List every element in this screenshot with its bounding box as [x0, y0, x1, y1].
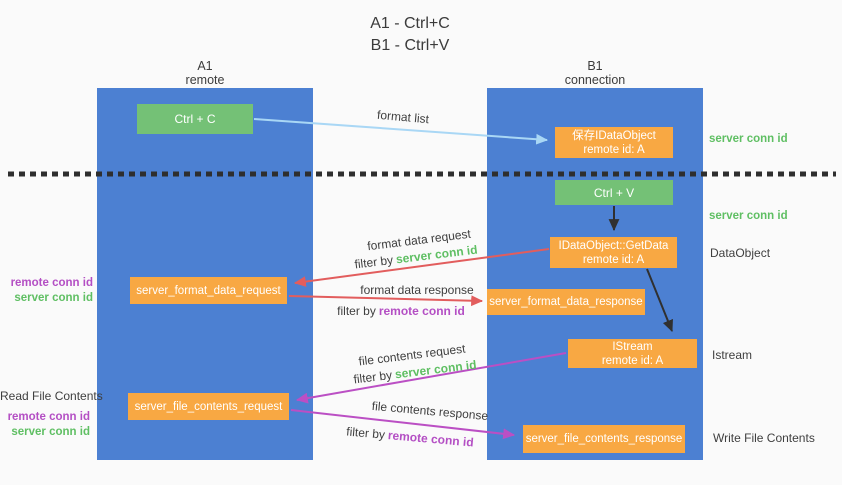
node-istream-line2: remote id: A	[601, 354, 664, 367]
node-istream: IStream remote id: A	[568, 339, 697, 368]
node-format-request-label: server_format_data_request	[136, 284, 281, 297]
lane-b1-subtitle: connection	[564, 73, 626, 87]
node-server-format-data-response: server_format_data_response	[487, 289, 645, 315]
node-server-file-contents-response: server_file_contents_response	[523, 425, 685, 453]
label-format-data-response: format data response	[360, 283, 474, 297]
node-ctrl-v: Ctrl + V	[555, 180, 673, 205]
node-save-idataobject-line1: 保存IDataObject	[572, 129, 656, 142]
label-conn-ids-left-top: remote conn id server conn id	[0, 276, 93, 305]
node-file-response-label: server_file_contents_response	[525, 433, 683, 445]
label-read-file-contents: Read File Contents	[0, 389, 103, 403]
label-filter-by-remote-conn-2: filter by remote conn id	[346, 424, 474, 449]
node-server-format-data-request: server_format_data_request	[130, 277, 287, 304]
node-format-response-label: server_format_data_response	[489, 296, 643, 308]
node-save-idataobject-line2: remote id: A	[583, 143, 645, 156]
label-server-conn-id-right-1: server conn id	[709, 133, 788, 145]
node-getdata-line1: IDataObject::GetData	[558, 239, 669, 252]
label-server-conn-id-left-2: server conn id	[11, 425, 90, 438]
label-conn-ids-left-bottom: remote conn id server conn id	[0, 410, 90, 439]
node-server-file-contents-request: server_file_contents_request	[128, 393, 289, 420]
node-ctrl-c: Ctrl + C	[137, 104, 253, 134]
node-ctrl-c-label: Ctrl + C	[174, 112, 216, 126]
lane-b1-name: B1	[587, 59, 603, 73]
lane-a1-name: A1	[197, 59, 213, 73]
label-remote-conn-id-left-2: remote conn id	[7, 411, 90, 423]
label-filter-by-remote-conn-1: filter by remote conn id	[337, 304, 465, 318]
node-save-idataobject: 保存IDataObject remote id: A	[555, 127, 673, 158]
filter-by-text: filter by	[345, 424, 386, 442]
filter-by-text: filter by	[353, 252, 394, 272]
node-getdata-line2: remote id: A	[582, 253, 645, 266]
label-file-contents-response: file contents response	[371, 398, 489, 424]
node-idataobject-getdata: IDataObject::GetData remote id: A	[550, 237, 677, 268]
node-file-request-label: server_file_contents_request	[134, 400, 283, 413]
node-ctrl-v-label: Ctrl + V	[593, 185, 635, 200]
remote-conn-id-text: remote conn id	[387, 428, 475, 450]
filter-by-text: filter by	[352, 367, 393, 387]
label-dataobject: DataObject	[710, 246, 771, 260]
label-server-conn-id-right-2: server conn id	[709, 210, 788, 222]
node-istream-line1: IStream	[612, 340, 653, 353]
label-write-file-contents: Write File Contents	[713, 431, 815, 445]
lane-a1-subtitle: remote	[185, 73, 225, 87]
title-line-1: A1 - Ctrl+C	[370, 15, 450, 32]
lane-header-b1: B1 connection	[487, 59, 703, 87]
label-server-conn-id-left-1: server conn id	[14, 291, 93, 304]
diagram-title: A1 - Ctrl+C B1 - Ctrl+V	[0, 13, 820, 57]
label-remote-conn-id-left-1: remote conn id	[10, 277, 93, 289]
lane-header-a1: A1 remote	[97, 59, 313, 87]
filter-by-text: filter by	[337, 304, 376, 318]
label-format-list: format list	[376, 107, 430, 127]
title-line-2: B1 - Ctrl+V	[370, 37, 450, 54]
remote-conn-id-text: remote conn id	[378, 304, 465, 318]
label-istream: Istream	[712, 348, 753, 362]
